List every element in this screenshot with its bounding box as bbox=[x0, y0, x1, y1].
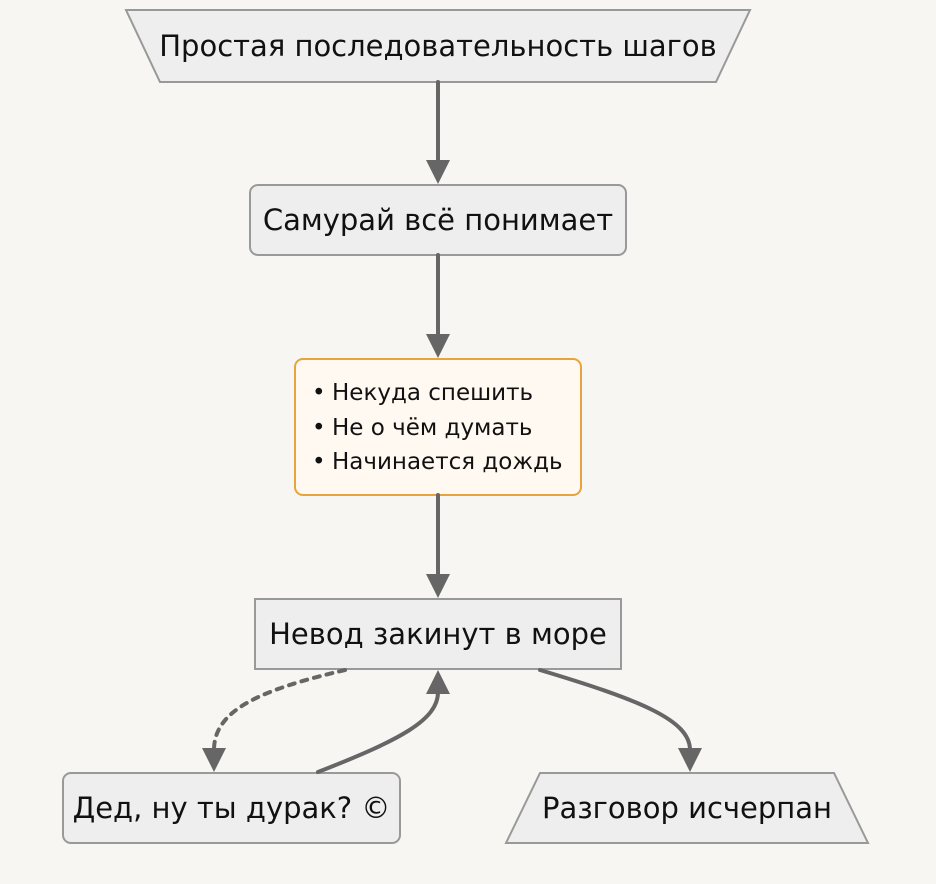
edge-net-to-end bbox=[538, 668, 692, 752]
net-node-shape bbox=[254, 598, 622, 670]
note-item: Начинается дождь bbox=[312, 445, 563, 480]
arrowhead-end bbox=[678, 748, 702, 772]
arrowhead-net-bottom bbox=[426, 670, 450, 694]
grandpa-node-label: Дед, ну ты дурак? © bbox=[72, 791, 391, 825]
edge-net-to-grandpa bbox=[212, 668, 347, 752]
note-node-list: Некуда спешить Не о чём думать Начинаетс… bbox=[312, 376, 563, 480]
samurai-node-label: Самурай всё понимает bbox=[262, 203, 614, 237]
end-node-label: Разговор исчерпан bbox=[542, 791, 832, 825]
arrowhead-note bbox=[426, 334, 450, 358]
net-node-label: Невод закинут в море bbox=[269, 617, 607, 651]
start-node-label: Простая последовательность шагов bbox=[159, 29, 717, 63]
arrowhead-net-top bbox=[426, 574, 450, 598]
note-item: Некуда спешить bbox=[312, 376, 563, 411]
end-node-shape bbox=[504, 772, 870, 844]
note-item: Не о чём думать bbox=[312, 411, 563, 446]
grandpa-node-shape bbox=[62, 772, 401, 844]
start-node-shape bbox=[124, 9, 752, 83]
arrowhead-grandpa bbox=[202, 748, 226, 772]
arrowhead-samurai bbox=[426, 160, 450, 184]
edge-grandpa-to-net bbox=[316, 690, 440, 774]
